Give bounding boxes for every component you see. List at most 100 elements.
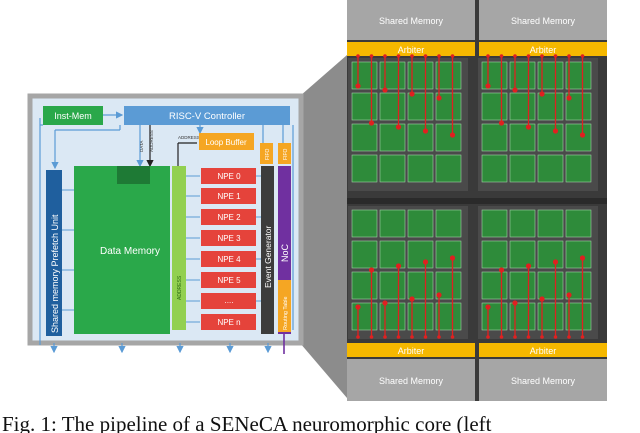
inst-mem-label: Inst-Mem (54, 111, 92, 121)
core-tile (509, 123, 536, 152)
fifo-label-1: FIFO (265, 149, 271, 160)
npe-block (201, 230, 256, 246)
link-node (553, 54, 558, 58)
link-node (450, 54, 455, 58)
core-tile (537, 123, 564, 152)
shared-memory-label: Shared Memory (379, 16, 444, 26)
link-node (368, 120, 375, 126)
link-node (512, 87, 518, 93)
core-tile (407, 240, 434, 269)
loop-buffer-block (199, 133, 254, 150)
core-tile (351, 271, 378, 300)
arbiter-label: Arbiter (530, 45, 557, 55)
address-bus (172, 166, 186, 330)
npe-block (201, 272, 256, 288)
core-tile (435, 302, 462, 331)
link-node (526, 335, 531, 339)
link-node (498, 267, 505, 273)
core-tile (379, 271, 406, 300)
core-tile (509, 209, 536, 238)
link-node (499, 54, 504, 58)
shared-memory-label: Shared Memory (511, 16, 576, 26)
data-memory-block (74, 166, 170, 334)
link-node (540, 335, 544, 339)
link-node (450, 335, 455, 339)
core-tile (509, 61, 536, 90)
core-tile (565, 302, 592, 331)
npe-block (201, 209, 256, 225)
link-node (383, 335, 387, 339)
link-node (485, 304, 491, 310)
link-node (513, 335, 517, 339)
link-node (410, 335, 414, 339)
arbiter-label: Arbiter (530, 346, 557, 356)
link-node (579, 255, 586, 261)
address-label-1: ADDRESS (149, 130, 154, 152)
address-label-2: ADDRESS (178, 135, 200, 140)
core-tile (509, 302, 536, 331)
link-node (396, 54, 401, 58)
shared-memory-label: Shared Memory (511, 376, 576, 386)
core-tile (481, 302, 508, 331)
shared-memory-top-2 (479, 0, 607, 40)
core-tile (565, 240, 592, 269)
shared-memory-bottom-2 (479, 359, 607, 401)
link-node (486, 335, 490, 339)
link-node (437, 54, 441, 58)
core-tile (379, 61, 406, 90)
link-node (423, 335, 428, 339)
core-tile (509, 240, 536, 269)
arbiter-label: Arbiter (398, 346, 425, 356)
npe-header-tag (117, 166, 150, 184)
core-quadrant (348, 54, 468, 191)
link-node (526, 54, 531, 58)
link-node (486, 54, 490, 58)
core-tile (481, 271, 508, 300)
core-tile (407, 92, 434, 121)
routing-table-block (278, 280, 291, 332)
npe-label: NPE 4 (217, 255, 241, 264)
link-node (449, 132, 456, 138)
core-tile (435, 240, 462, 269)
core-tile (351, 123, 378, 152)
link-node (422, 128, 429, 134)
npe-label: NPE 5 (217, 276, 241, 285)
core-tile (565, 123, 592, 152)
fifo-block-1 (260, 143, 273, 164)
core-tile (509, 271, 536, 300)
link-node (566, 95, 572, 101)
core-tile (481, 209, 508, 238)
link-node (539, 296, 545, 302)
core-tile (435, 154, 462, 183)
core-tile (351, 154, 378, 183)
arbiter-bottom-1 (347, 343, 475, 357)
core-tile (379, 154, 406, 183)
core-tile (537, 240, 564, 269)
fifo-label-2: FIFO (283, 149, 289, 160)
link-node (499, 335, 504, 339)
arbiter-top-1 (347, 42, 475, 56)
npe-block (201, 293, 256, 309)
inst-mem-block (43, 106, 103, 125)
core-tile (481, 92, 508, 121)
link-node (437, 335, 441, 339)
data-memory-label: Data Memory (100, 246, 160, 257)
core-tile (509, 92, 536, 121)
zoom-wedge (300, 55, 347, 398)
link-node (552, 259, 559, 265)
link-node (580, 54, 585, 58)
shared-memory-label: Shared Memory (379, 376, 444, 386)
core-tile (481, 240, 508, 269)
core-tile (379, 123, 406, 152)
npe-block (201, 314, 256, 330)
link-node (566, 292, 572, 298)
link-node (436, 292, 442, 298)
link-node (422, 259, 429, 265)
link-node (552, 128, 559, 134)
core-diagram: Inst-Mem RISC-V Controller DATA ADDRESS … (27, 93, 304, 354)
core-tile (407, 123, 434, 152)
core-tile (435, 61, 462, 90)
link-node (409, 296, 415, 302)
shared-memory-bottom-1 (347, 359, 475, 401)
